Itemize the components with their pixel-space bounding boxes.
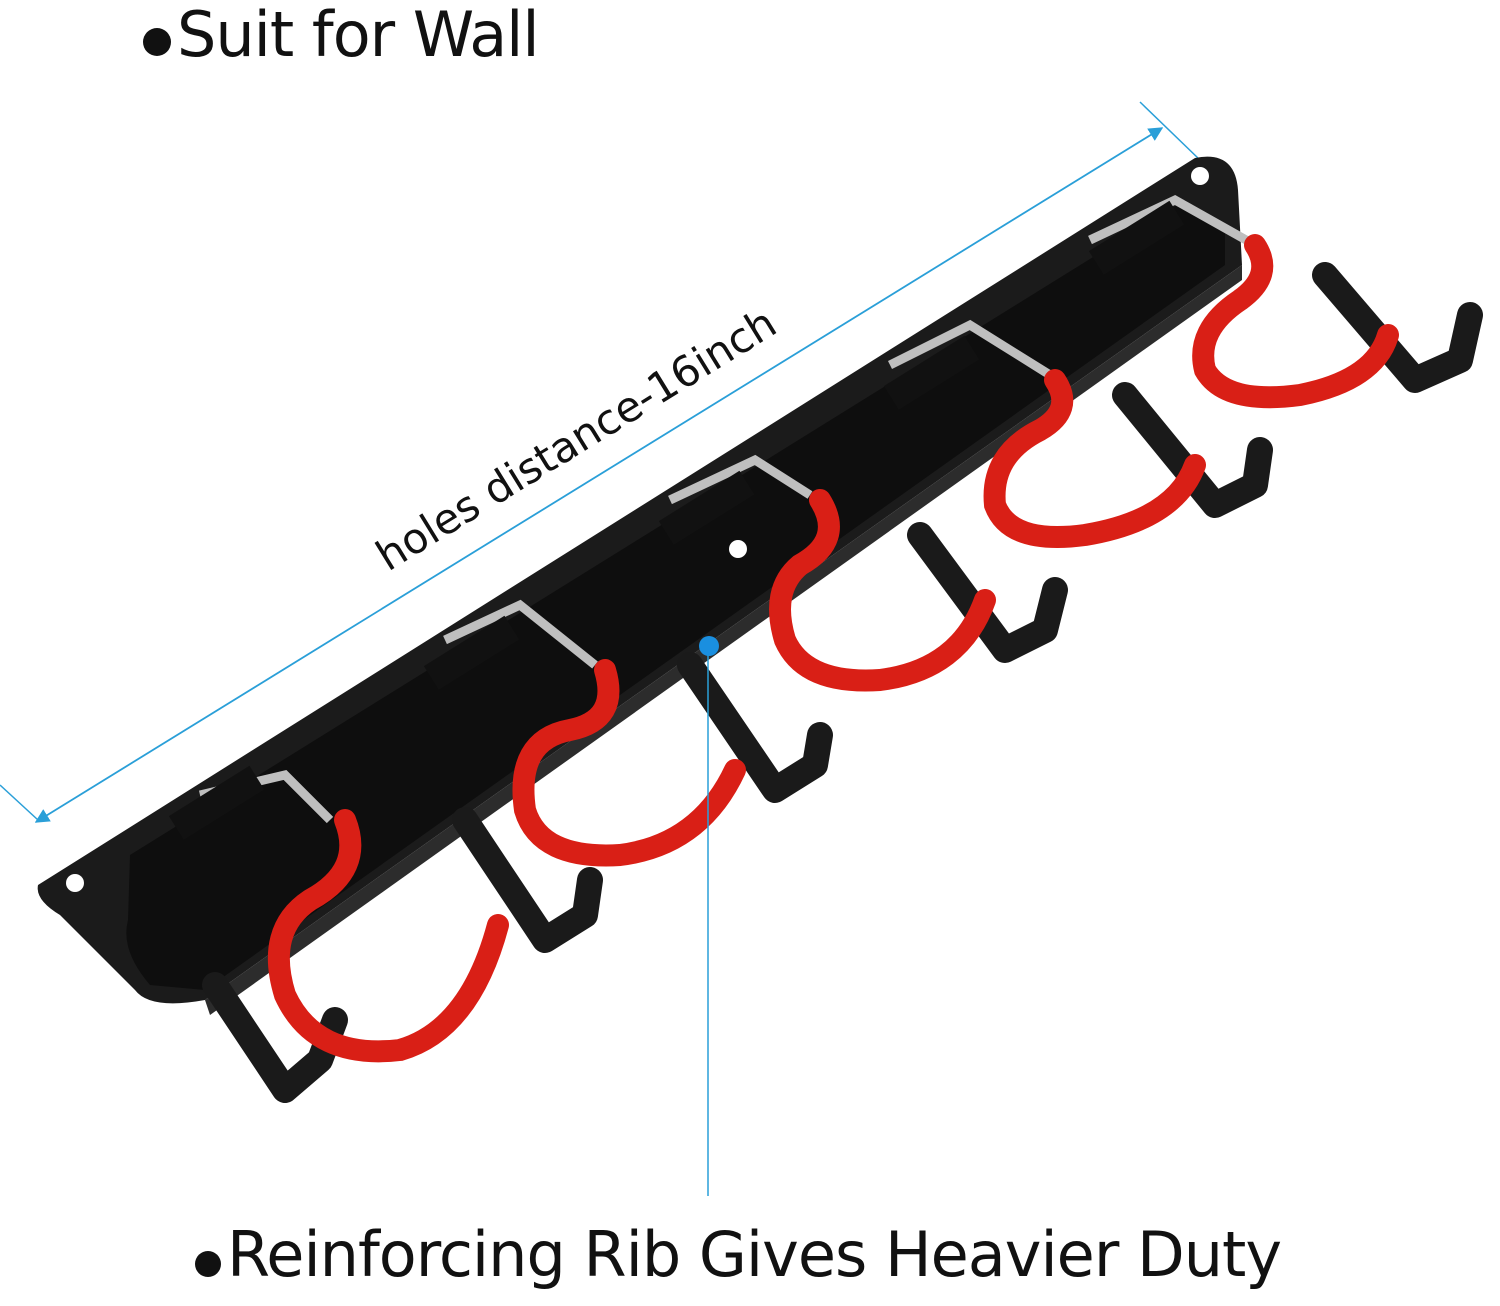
steel-stem-4 (887, 319, 1053, 379)
black-hook-4 (907, 522, 1068, 663)
reinforcing-rib-heading: Reinforcing Rib Gives Heavier Duty (195, 1218, 1282, 1291)
steel-stem-2 (443, 599, 598, 669)
mount-hole-right (1191, 167, 1209, 185)
red-hook-3 (658, 454, 996, 692)
reinforcing-rib-text: Reinforcing Rib Gives Heavier Duty (227, 1218, 1282, 1291)
hook-bracket-3 (658, 470, 755, 545)
red-coating-3 (769, 489, 996, 692)
bullet-icon (143, 27, 171, 56)
red-hook-2 (423, 599, 746, 867)
black-hooks (202, 262, 1483, 1103)
red-coating-5 (1192, 234, 1399, 409)
red-coating-4 (983, 369, 1206, 548)
suit-for-wall-text: Suit for Wall (177, 0, 540, 71)
red-coating-1 (267, 809, 509, 1063)
extension-line-left (0, 784, 39, 821)
hook-bracket-1 (168, 765, 265, 840)
rib-callout (699, 636, 719, 1196)
black-hook-6 (1312, 262, 1483, 393)
mount-hole-left (66, 874, 84, 892)
red-hook-5 (1088, 194, 1399, 409)
reinforcing-rib (205, 265, 1242, 1015)
callout-dot (699, 636, 719, 656)
black-hook-2 (452, 807, 603, 953)
rail-recess (126, 200, 1225, 990)
red-hook-4 (883, 319, 1206, 548)
steel-stem-3 (668, 454, 813, 505)
hook-bracket-5 (1088, 200, 1185, 275)
bullet-icon (195, 1250, 221, 1277)
suit-for-wall-heading: Suit for Wall (143, 0, 540, 71)
hook-bracket-4 (883, 335, 980, 410)
red-hooks (168, 194, 1399, 1063)
red-coating-2 (512, 659, 746, 867)
dimension-line (34, 127, 1164, 823)
steel-stem-5 (1088, 194, 1258, 249)
extension-line-right (1139, 101, 1201, 161)
hook-bracket-2 (423, 615, 520, 690)
black-hook-5 (1112, 382, 1273, 518)
red-hook-1 (168, 765, 509, 1063)
black-hook-3 (677, 652, 833, 803)
mount-hole-center (729, 540, 747, 558)
